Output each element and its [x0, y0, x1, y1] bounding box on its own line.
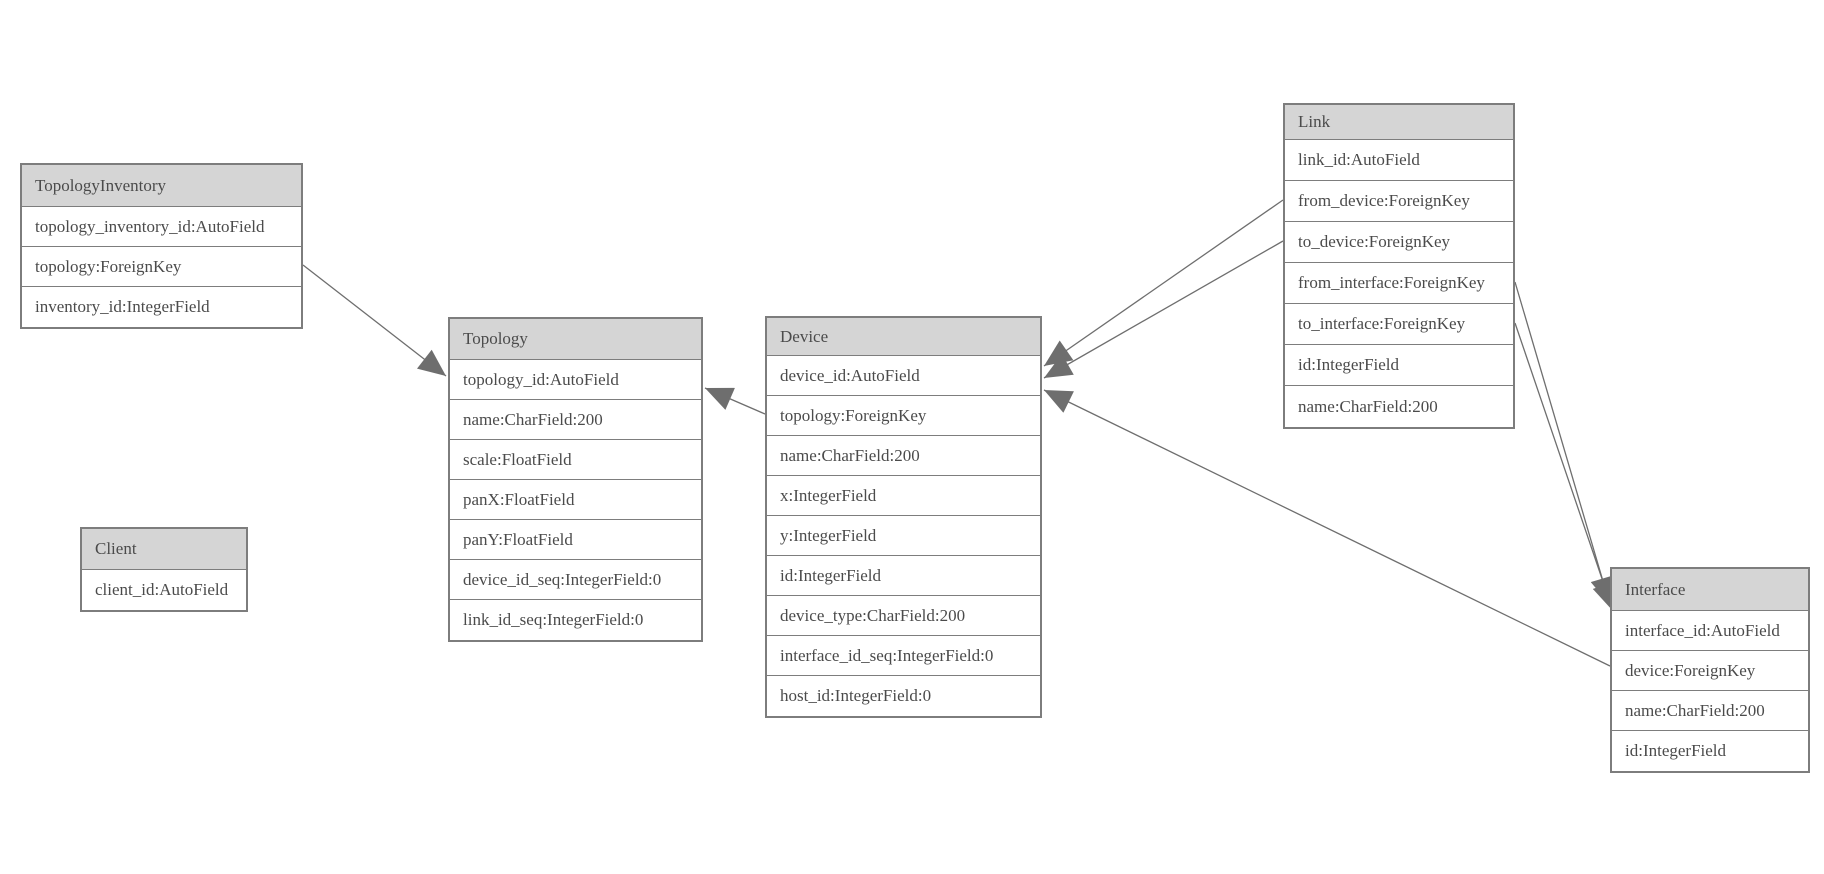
entity-field-row: name:CharField:200	[767, 436, 1040, 476]
entity-field-row: client_id:AutoField	[82, 570, 246, 610]
relation-link-from-device	[1043, 199, 1284, 367]
entity-field-row: host_id:IntegerField:0	[767, 676, 1040, 716]
entity-field-row: device_id:AutoField	[767, 356, 1040, 396]
entity-title: Client	[82, 529, 246, 570]
relation-interface-device	[1043, 389, 1611, 667]
entity-field-row: y:IntegerField	[767, 516, 1040, 556]
entity-field-row: device_type:CharField:200	[767, 596, 1040, 636]
entity-title: Link	[1285, 105, 1513, 140]
entity-field-row: from_device:ForeignKey	[1285, 181, 1513, 222]
entity-field-row: interface_id_seq:IntegerField:0	[767, 636, 1040, 676]
relation-link-to-interface	[1514, 322, 1616, 612]
entity-field-row: device:ForeignKey	[1612, 651, 1808, 691]
entity-title: Interface	[1612, 569, 1808, 611]
entity-field-row: topology_inventory_id:AutoField	[22, 207, 301, 247]
entity-field-row: link_id_seq:IntegerField:0	[450, 600, 701, 640]
entity-field-row: to_device:ForeignKey	[1285, 222, 1513, 263]
entity-field-row: topology:ForeignKey	[22, 247, 301, 287]
entity-field-row: panY:FloatField	[450, 520, 701, 560]
entity-field-row: topology:ForeignKey	[767, 396, 1040, 436]
entity-field-row: id:IntegerField	[767, 556, 1040, 596]
entity-field-row: to_interface:ForeignKey	[1285, 304, 1513, 345]
entity-field-row: inventory_id:IntegerField	[22, 287, 301, 327]
entity-field-row: name:CharField:200	[1285, 386, 1513, 427]
entity-field-row: panX:FloatField	[450, 480, 701, 520]
entity-field-row: device_id_seq:IntegerField:0	[450, 560, 701, 600]
entity-field-row: interface_id:AutoField	[1612, 611, 1808, 651]
entity-field-row: name:CharField:200	[450, 400, 701, 440]
relation-link-to-device	[1043, 240, 1284, 379]
entity-field-row: scale:FloatField	[450, 440, 701, 480]
entity-field-row: x:IntegerField	[767, 476, 1040, 516]
entity-field-row: id:IntegerField	[1612, 731, 1808, 771]
entity-field-row: topology_id:AutoField	[450, 360, 701, 400]
relation-link-from-interface	[1514, 281, 1614, 606]
entity-field-row: from_interface:ForeignKey	[1285, 263, 1513, 304]
entity-title: Device	[767, 318, 1040, 356]
relation-device-topology	[704, 387, 766, 415]
entity-title: Topology	[450, 319, 701, 360]
entity-field-row: id:IntegerField	[1285, 345, 1513, 386]
entity-field-row: name:CharField:200	[1612, 691, 1808, 731]
entity-title: TopologyInventory	[22, 165, 301, 207]
entity-field-row: link_id:AutoField	[1285, 140, 1513, 181]
relation-topologyinventory-topology	[302, 264, 447, 377]
